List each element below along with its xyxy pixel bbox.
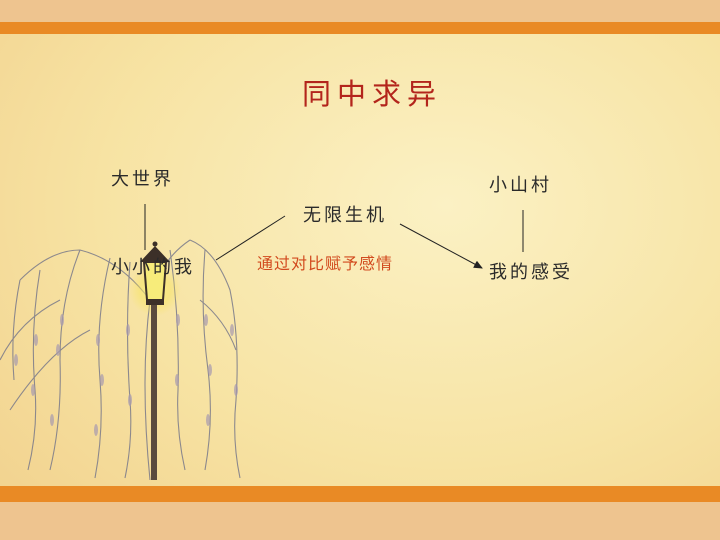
bottom-border-light [0, 502, 720, 540]
street-lamp-icon [129, 241, 181, 480]
contrast-note: 通过对比赋予感情 [257, 254, 394, 273]
label-little-me: 小小的我 [111, 257, 195, 278]
arrow-center-to-right [399, 223, 483, 269]
label-big-world: 大世界 [111, 169, 174, 190]
bottom-border-dark [0, 486, 720, 502]
connector-center-to-left [215, 215, 286, 261]
page-title: 同中求异 [302, 77, 443, 111]
willow-leaves-icon [14, 314, 238, 436]
label-small-village: 小山村 [489, 175, 552, 196]
label-my-feelings: 我的感受 [489, 262, 573, 283]
top-border-light [0, 0, 720, 22]
label-infinite-vitality: 无限生机 [303, 205, 387, 226]
top-border-dark [0, 22, 720, 34]
